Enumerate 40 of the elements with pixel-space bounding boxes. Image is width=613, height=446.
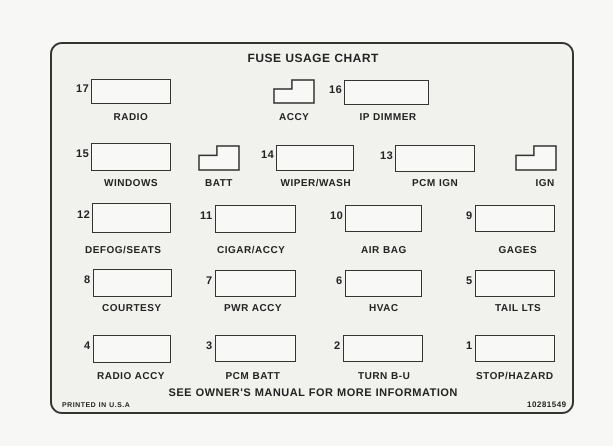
fuse-label: DEFOG/SEATS: [85, 246, 162, 256]
fuse-label: PCM BATT: [226, 372, 280, 382]
fuse-number: 10: [330, 210, 344, 222]
fuse-label: WIPER/WASH: [280, 179, 352, 189]
fuse-number: 16: [329, 84, 342, 96]
fuse-label: RADIO: [114, 113, 148, 123]
fuse-label: BATT: [205, 179, 233, 189]
fuse-label: ACCY: [279, 113, 310, 123]
fuse-number: 2: [334, 340, 341, 352]
fuse-label: STOP/HAZARD: [476, 372, 554, 382]
fuse-number: 11: [200, 211, 213, 222]
fuse-number: 4: [84, 341, 91, 352]
fuse-number: 17: [76, 84, 90, 94]
fuse-label: GAGES: [498, 246, 538, 256]
fuse-number: 9: [466, 210, 473, 222]
fuse-label: WINDOWS: [104, 179, 158, 189]
fuse-label: AIR BAG: [361, 246, 407, 256]
fuse-number: 5: [466, 276, 473, 286]
fuse-label: IGN: [536, 179, 555, 189]
fuse-label: CIGAR/ACCY: [217, 246, 286, 256]
fuse-number: 7: [206, 276, 213, 286]
part-number: 10281549: [527, 401, 567, 409]
fuse-label: HVAC: [369, 304, 399, 314]
fuse-number: 13: [380, 150, 394, 162]
fuse-number: 14: [261, 150, 274, 161]
fuse-label: COURTESY: [102, 304, 162, 314]
fuse-label: IP DIMMER: [360, 113, 417, 123]
fuse-label: PCM IGN: [412, 179, 458, 189]
fuse-label: PWR ACCY: [224, 304, 282, 314]
chart-title: FUSE USAGE CHART: [248, 52, 379, 64]
fuse-label: TURN B-U: [358, 372, 410, 382]
fuse-number: 1: [466, 340, 473, 352]
fuse-label: TAIL LTS: [495, 304, 542, 314]
fuse-number: 8: [84, 275, 91, 286]
footer-note: SEE OWNER'S MANUAL FOR MORE INFORMATION: [168, 388, 458, 399]
fuse-number: 3: [206, 340, 213, 352]
fuse-number: 15: [76, 149, 90, 160]
fuse-number: 6: [336, 276, 343, 286]
fuse-number: 12: [77, 210, 90, 221]
fuse-label: RADIO ACCY: [97, 372, 165, 382]
